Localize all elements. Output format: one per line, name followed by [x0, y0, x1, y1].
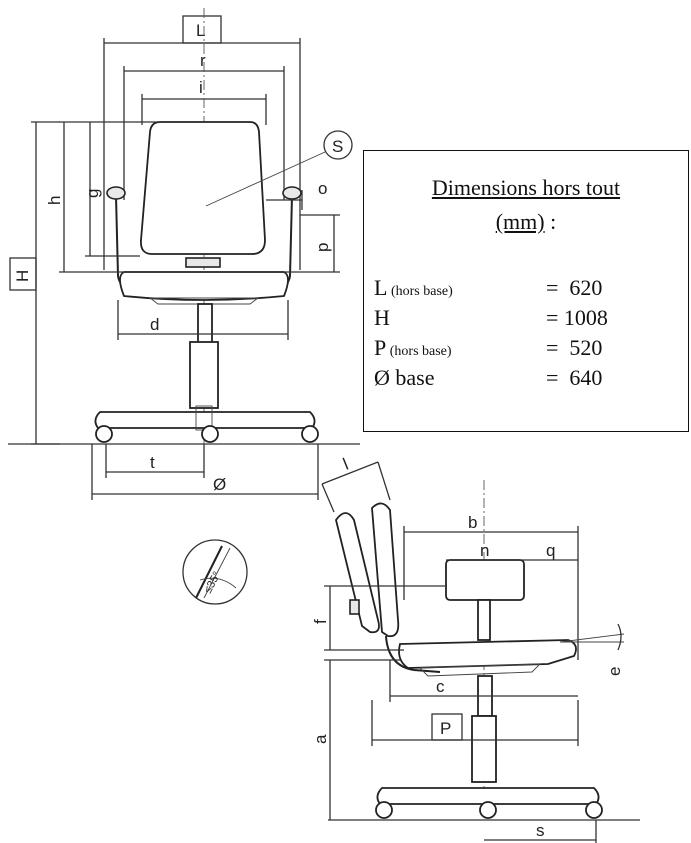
seat-mechanism	[148, 297, 260, 305]
side-view: l b n q	[311, 455, 640, 843]
dim-a	[324, 659, 400, 820]
backrest-side	[371, 502, 400, 638]
armrest-side-stem	[477, 599, 491, 641]
info-title-line1: Dimensions hors tout	[431, 175, 621, 200]
info-row-base-label: Ø base	[374, 365, 435, 390]
info-row-P-value: = 520	[546, 335, 603, 360]
armrest-pad-left	[106, 186, 126, 200]
info-row-H-label: H	[374, 305, 390, 330]
side-gas-lift-column	[471, 715, 497, 783]
angle-detail: ≤35°	[182, 539, 248, 605]
info-row-P: P (hors base) = 520	[374, 335, 684, 365]
callout-S-label: S	[332, 137, 343, 156]
dim-t	[105, 444, 205, 478]
info-row-H: H = 1008	[374, 305, 684, 335]
dim-r-label: r	[200, 51, 206, 70]
seat-mechanism-side	[418, 663, 542, 677]
dim-H-label: H	[13, 270, 32, 282]
dim-l	[321, 461, 391, 513]
info-row-L: L (hors base) = 620	[374, 275, 684, 305]
dim-b-label: b	[468, 513, 477, 532]
dim-P	[371, 700, 579, 746]
info-title-suffix: :	[544, 209, 557, 234]
info-title: Dimensions hors tout (mm) :	[364, 171, 688, 239]
callout-S-circle	[323, 130, 353, 160]
backrest-side-tilted	[335, 512, 380, 634]
angle-detail-label: ≤35°	[202, 570, 223, 596]
info-row-L-label: L	[374, 275, 388, 300]
gas-lift-upper	[197, 303, 213, 345]
dim-s-label: s	[536, 821, 545, 840]
dim-f-label: f	[311, 619, 330, 624]
dim-d-label: d	[150, 315, 159, 334]
dim-H	[31, 121, 60, 445]
info-row-L-qualifier: (hors base)	[387, 284, 453, 299]
dim-c-label: c	[436, 677, 445, 696]
dim-n-label: n	[480, 541, 489, 560]
caster-left	[95, 425, 113, 443]
dim-t-label: t	[150, 453, 155, 472]
dim-g-label: g	[83, 189, 102, 198]
dim-L-label: L	[196, 21, 205, 40]
info-rows: L (hors base) = 620 H = 1008 P (hors bas…	[374, 275, 684, 395]
front-view: L r i	[8, 8, 360, 500]
dim-e	[559, 623, 625, 651]
seat-side	[398, 639, 577, 669]
callout-S-leader	[205, 151, 326, 207]
armrest-side-pad	[445, 559, 525, 601]
dim-f	[324, 585, 446, 651]
dim-diameter-label: Ø	[213, 475, 226, 494]
dim-overall-width	[103, 38, 301, 270]
dim-h	[59, 121, 160, 273]
caster-right	[301, 425, 319, 443]
armrest-pad-right	[282, 186, 302, 200]
backrest-knob	[349, 599, 360, 615]
backrest-front	[140, 121, 266, 255]
dim-a-label: a	[311, 734, 330, 744]
side-caster-right	[585, 801, 603, 819]
dim-P-label: P	[440, 719, 451, 738]
dim-diameter	[91, 444, 319, 500]
side-caster-centre	[479, 801, 497, 819]
dim-o-label: o	[318, 179, 327, 198]
dim-b	[403, 526, 579, 660]
dim-d	[117, 300, 289, 340]
dimensions-info-box: Dimensions hors tout (mm) : L (hors base…	[363, 150, 689, 432]
info-row-P-qualifier: (hors base)	[386, 344, 452, 359]
dim-p-label: p	[313, 243, 332, 252]
caster-centre	[201, 425, 219, 443]
dim-g	[85, 122, 140, 257]
info-row-P-label: P	[374, 335, 387, 360]
info-row-base-value: = 640	[546, 365, 603, 390]
info-row-L-value: = 620	[546, 275, 603, 300]
dim-q-label: q	[546, 541, 555, 560]
dim-H-box	[9, 257, 37, 291]
dim-c	[389, 660, 578, 702]
dim-e-label: e	[605, 667, 624, 676]
seat-front	[119, 271, 289, 301]
info-row-base: Ø base = 640	[374, 365, 684, 395]
dim-s	[484, 820, 597, 843]
dim-h-label: h	[45, 196, 64, 205]
backrest-lock	[185, 257, 221, 268]
dim-P-box	[431, 713, 463, 741]
gas-lift-column	[189, 341, 219, 409]
dim-i-label: i	[199, 78, 203, 97]
base-front	[94, 411, 316, 429]
backrest-bracket	[385, 635, 441, 673]
info-row-H-value: = 1008	[546, 305, 608, 330]
dim-o	[266, 190, 303, 210]
dim-l-label: l	[340, 455, 351, 474]
side-caster-left	[375, 801, 393, 819]
info-title-unit: (mm)	[495, 209, 545, 234]
dim-p	[284, 214, 340, 273]
